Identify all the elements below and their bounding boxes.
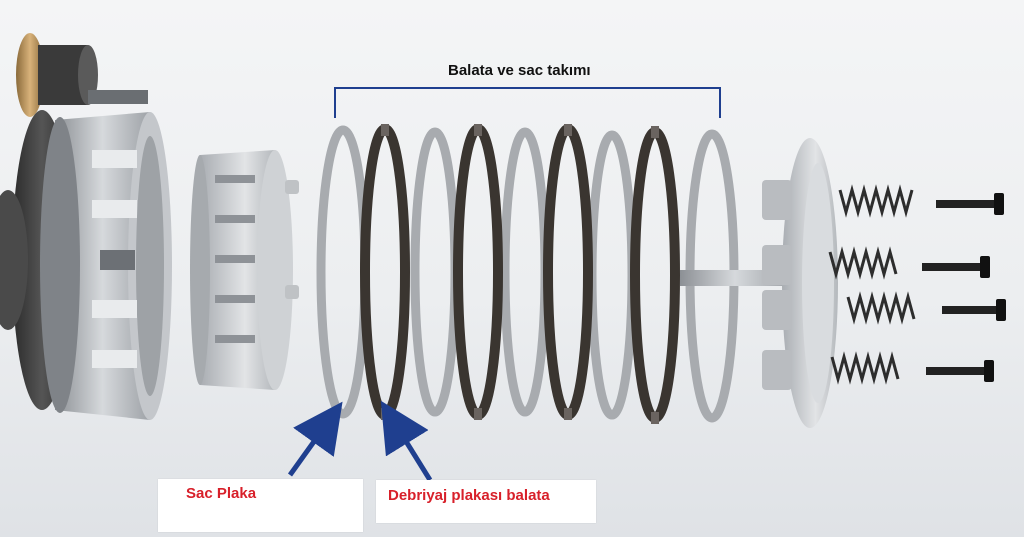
bolts bbox=[922, 193, 1006, 382]
friction-plate bbox=[543, 124, 593, 420]
spring bbox=[830, 351, 900, 385]
steel-plate-arrow bbox=[287, 401, 343, 477]
friction-plate-label-box bbox=[376, 480, 596, 523]
friction-plate bbox=[360, 124, 410, 420]
steel-plate-label-box bbox=[158, 479, 363, 532]
spring bbox=[846, 291, 916, 325]
steel-plate-label: Sac Plaka bbox=[186, 485, 257, 502]
friction-plate bbox=[630, 127, 680, 423]
bolt bbox=[936, 200, 998, 208]
plate-set-title: Balata ve sac takımı bbox=[448, 62, 591, 79]
friction-plate bbox=[453, 124, 503, 420]
friction-plate-arrow bbox=[380, 400, 433, 482]
steel-plate bbox=[316, 125, 370, 419]
clutch-basket bbox=[40, 112, 172, 420]
steel-plate bbox=[410, 127, 460, 417]
steel-plate bbox=[500, 127, 550, 417]
spring bbox=[838, 184, 914, 218]
friction-plate-label: Debriyaj plakası balata bbox=[388, 487, 550, 504]
springs bbox=[828, 184, 916, 385]
pressure-plate bbox=[762, 138, 838, 428]
spring bbox=[828, 246, 898, 280]
plate-set-bracket bbox=[334, 87, 721, 118]
bolt bbox=[922, 263, 984, 271]
plate-set bbox=[316, 124, 739, 424]
bolt bbox=[942, 306, 1000, 314]
steel-plate bbox=[587, 130, 637, 420]
bolt bbox=[926, 367, 988, 375]
clutch-hub bbox=[190, 150, 299, 390]
